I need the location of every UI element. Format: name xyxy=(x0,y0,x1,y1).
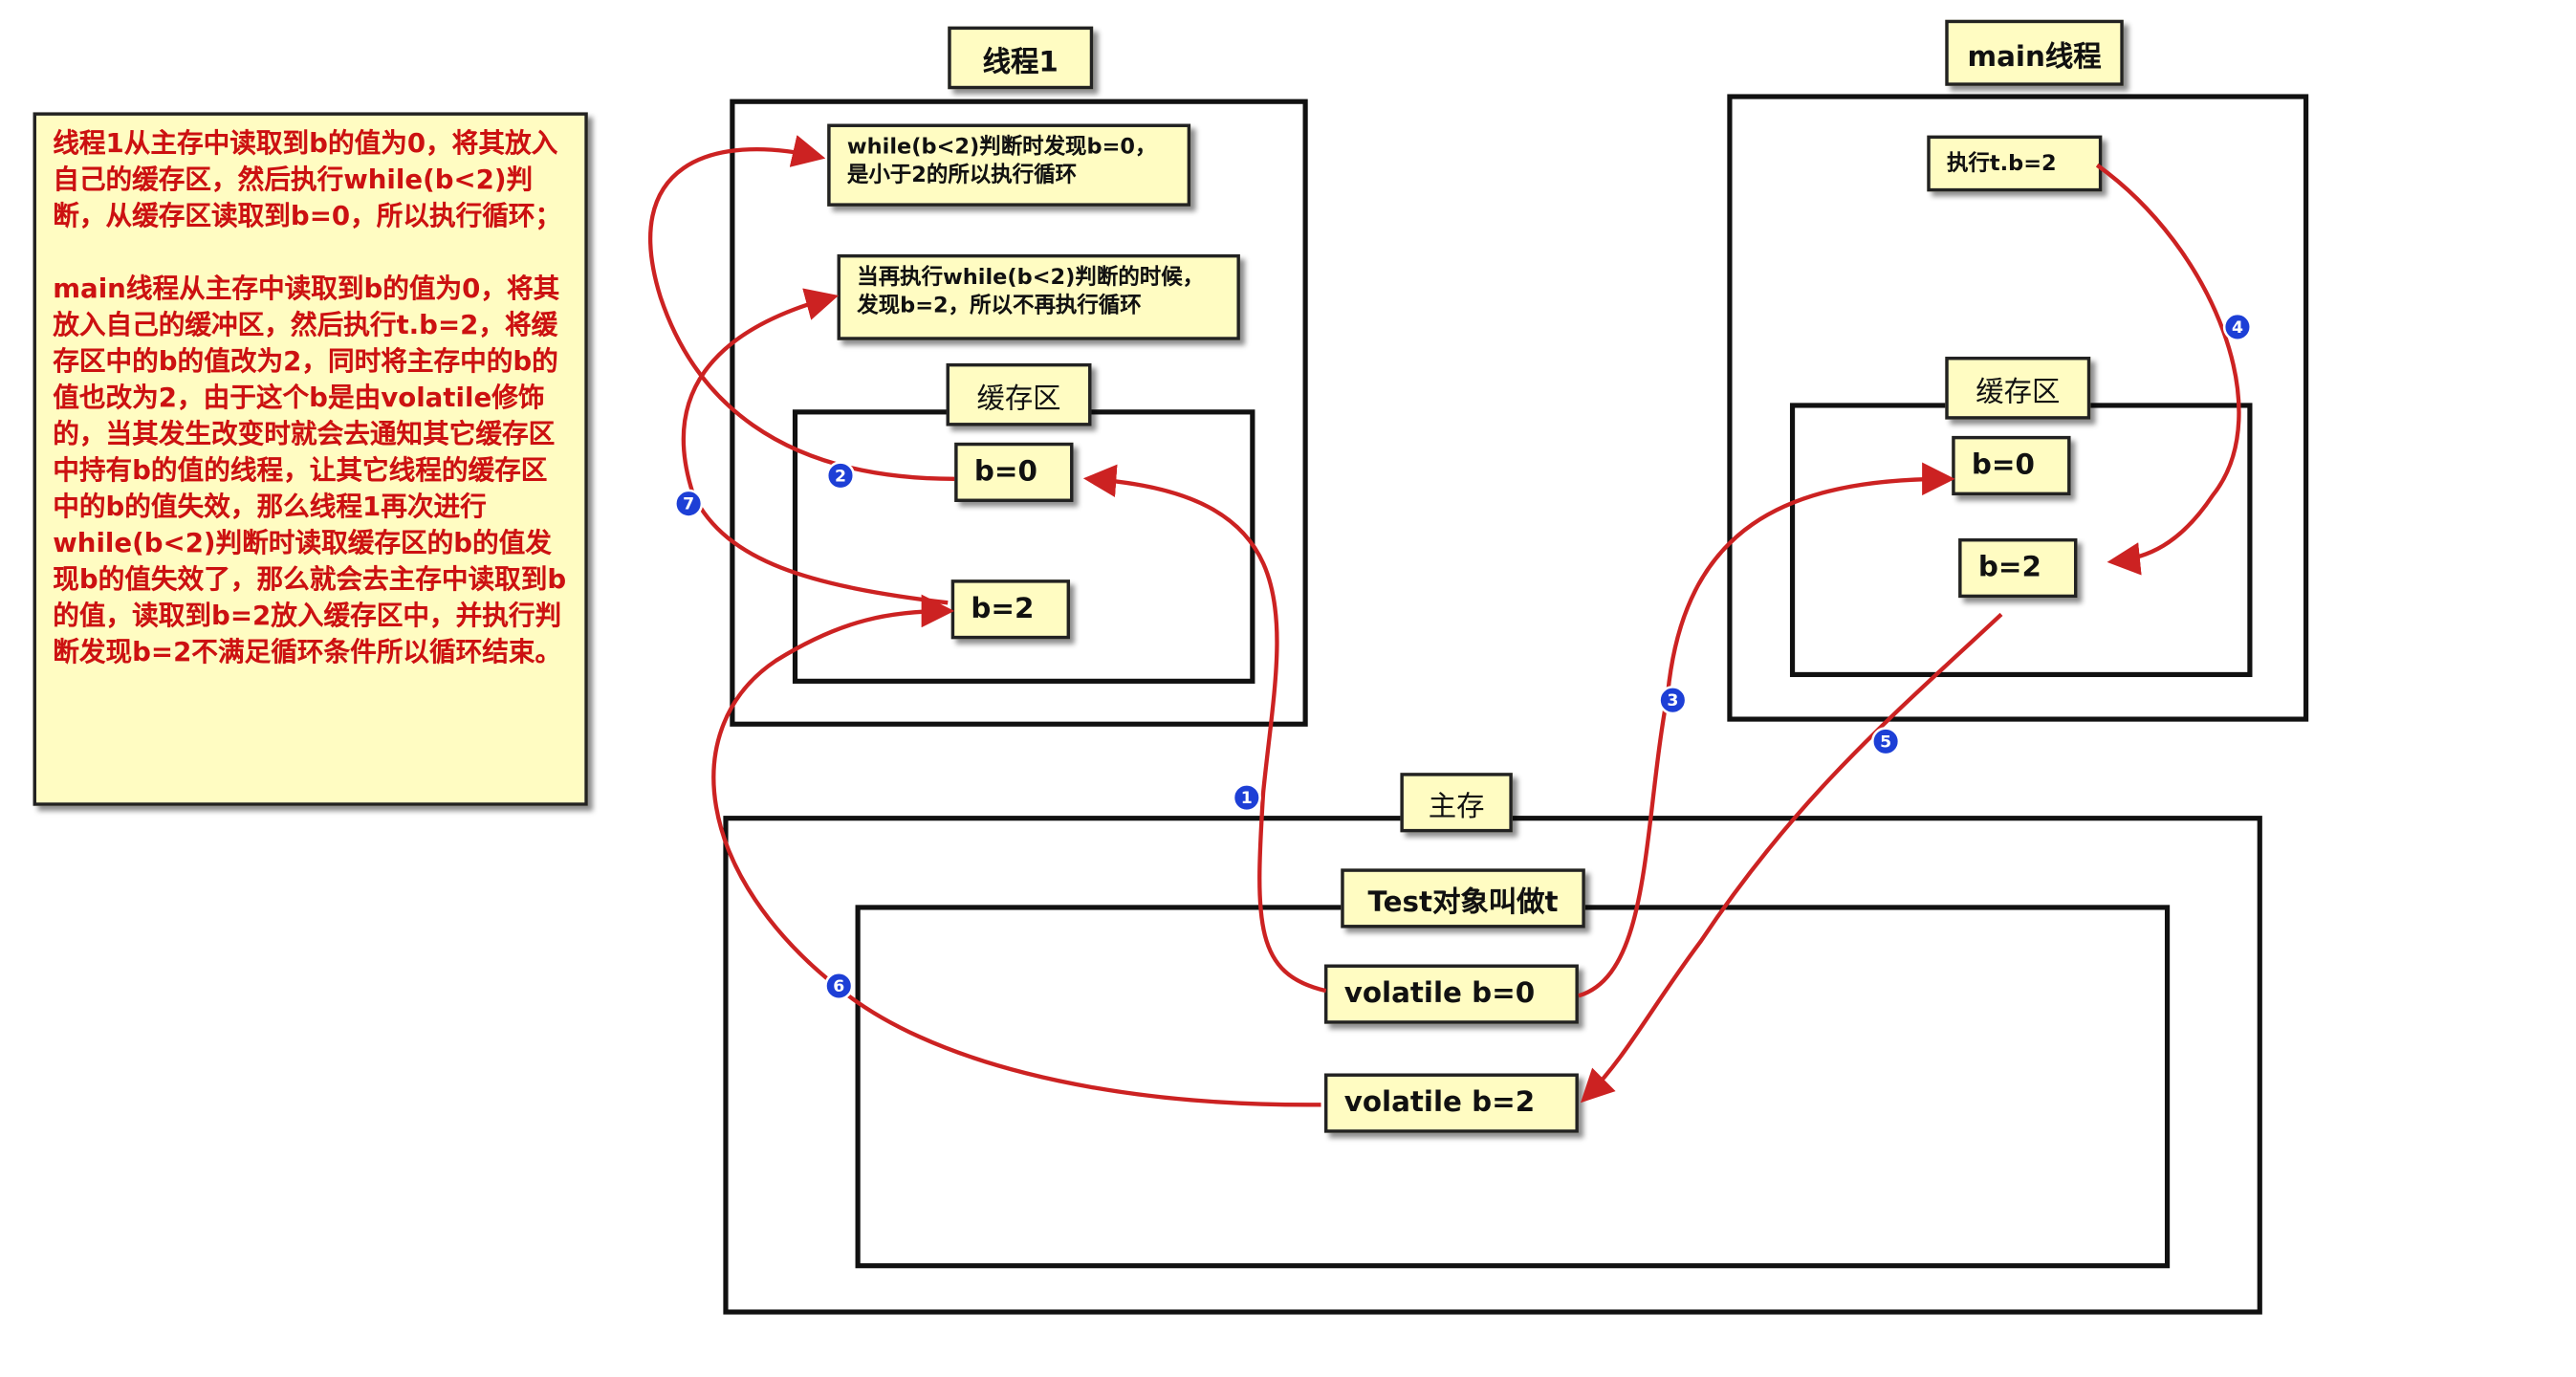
explanation-para1: 线程1从主存中读取到b的值为0，将其放入自己的缓存区，然后执行while(b<2… xyxy=(53,126,562,231)
arrow-6 xyxy=(711,594,1321,1107)
step-badge-label: 1 xyxy=(1241,789,1253,808)
explanation-para2: main线程从主存中读取到b的值为0，将其放入自己的缓冲区，然后执行t.b=2，… xyxy=(53,272,567,667)
step-badge-1: 1 xyxy=(1232,782,1261,813)
step-badge-label: 5 xyxy=(1880,732,1891,752)
arrow-1 xyxy=(1082,464,1327,994)
thread1-frame xyxy=(730,98,1308,727)
arrows-layer: 1 2 3 4 5 6 7 xyxy=(648,135,2253,1107)
arrow-2 xyxy=(648,135,955,481)
main-thread-var-b0: b=0 xyxy=(1952,435,2071,496)
arrow-7 xyxy=(681,288,949,605)
thread1-stop-note: 当再执行while(b<2)判断的时候，发现b=2，所以不再执行循环 xyxy=(837,253,1240,340)
memory-var-b0: volatile b=0 xyxy=(1323,964,1579,1024)
step-badge-6: 6 xyxy=(824,971,854,1001)
step-badge-5: 5 xyxy=(1871,727,1901,756)
test-object-title: Test对象叫做t xyxy=(1341,868,1585,929)
main-thread-frame xyxy=(1727,94,2309,722)
arrow-4 xyxy=(2095,163,2241,576)
step-badge-4: 4 xyxy=(2222,312,2253,342)
memory-var-b2: volatile b=2 xyxy=(1323,1073,1579,1133)
step-badge-label: 2 xyxy=(835,467,846,486)
step-badge-3: 3 xyxy=(1658,686,1688,715)
thread1-title: 线程1 xyxy=(948,26,1094,90)
step-badges: 1 2 3 4 5 6 7 xyxy=(674,312,2253,1001)
thread1-loop-note: while(b<2)判断时发现b=0，是小于2的所以执行循环 xyxy=(827,123,1191,207)
step-badge-label: 6 xyxy=(833,977,844,996)
thread1-cache-title: 缓存区 xyxy=(946,362,1092,426)
explanation-note: 线程1从主存中读取到b的值为0，将其放入自己的缓存区，然后执行while(b<2… xyxy=(33,112,588,806)
step-badge-label: 7 xyxy=(683,495,694,514)
thread1-var-b0: b=0 xyxy=(954,442,1074,502)
main-thread-exec-note: 执行t.b=2 xyxy=(1927,135,2103,192)
main-thread-var-b2: b=2 xyxy=(1958,537,2078,599)
arrow-5 xyxy=(1580,612,2003,1104)
volatile-diagram: 线程1 while(b<2)判断时发现b=0，是小于2的所以执行循环 当再执行w… xyxy=(33,19,2309,1315)
main-thread-cache-title: 缓存区 xyxy=(1945,357,2091,420)
step-badge-label: 4 xyxy=(2232,318,2243,338)
main-memory-title: 主存 xyxy=(1400,773,1513,833)
step-badge-7: 7 xyxy=(674,489,704,518)
step-badge-label: 3 xyxy=(1667,691,1678,710)
step-badge-2: 2 xyxy=(825,461,856,491)
main-thread-title: main线程 xyxy=(1945,19,2124,86)
